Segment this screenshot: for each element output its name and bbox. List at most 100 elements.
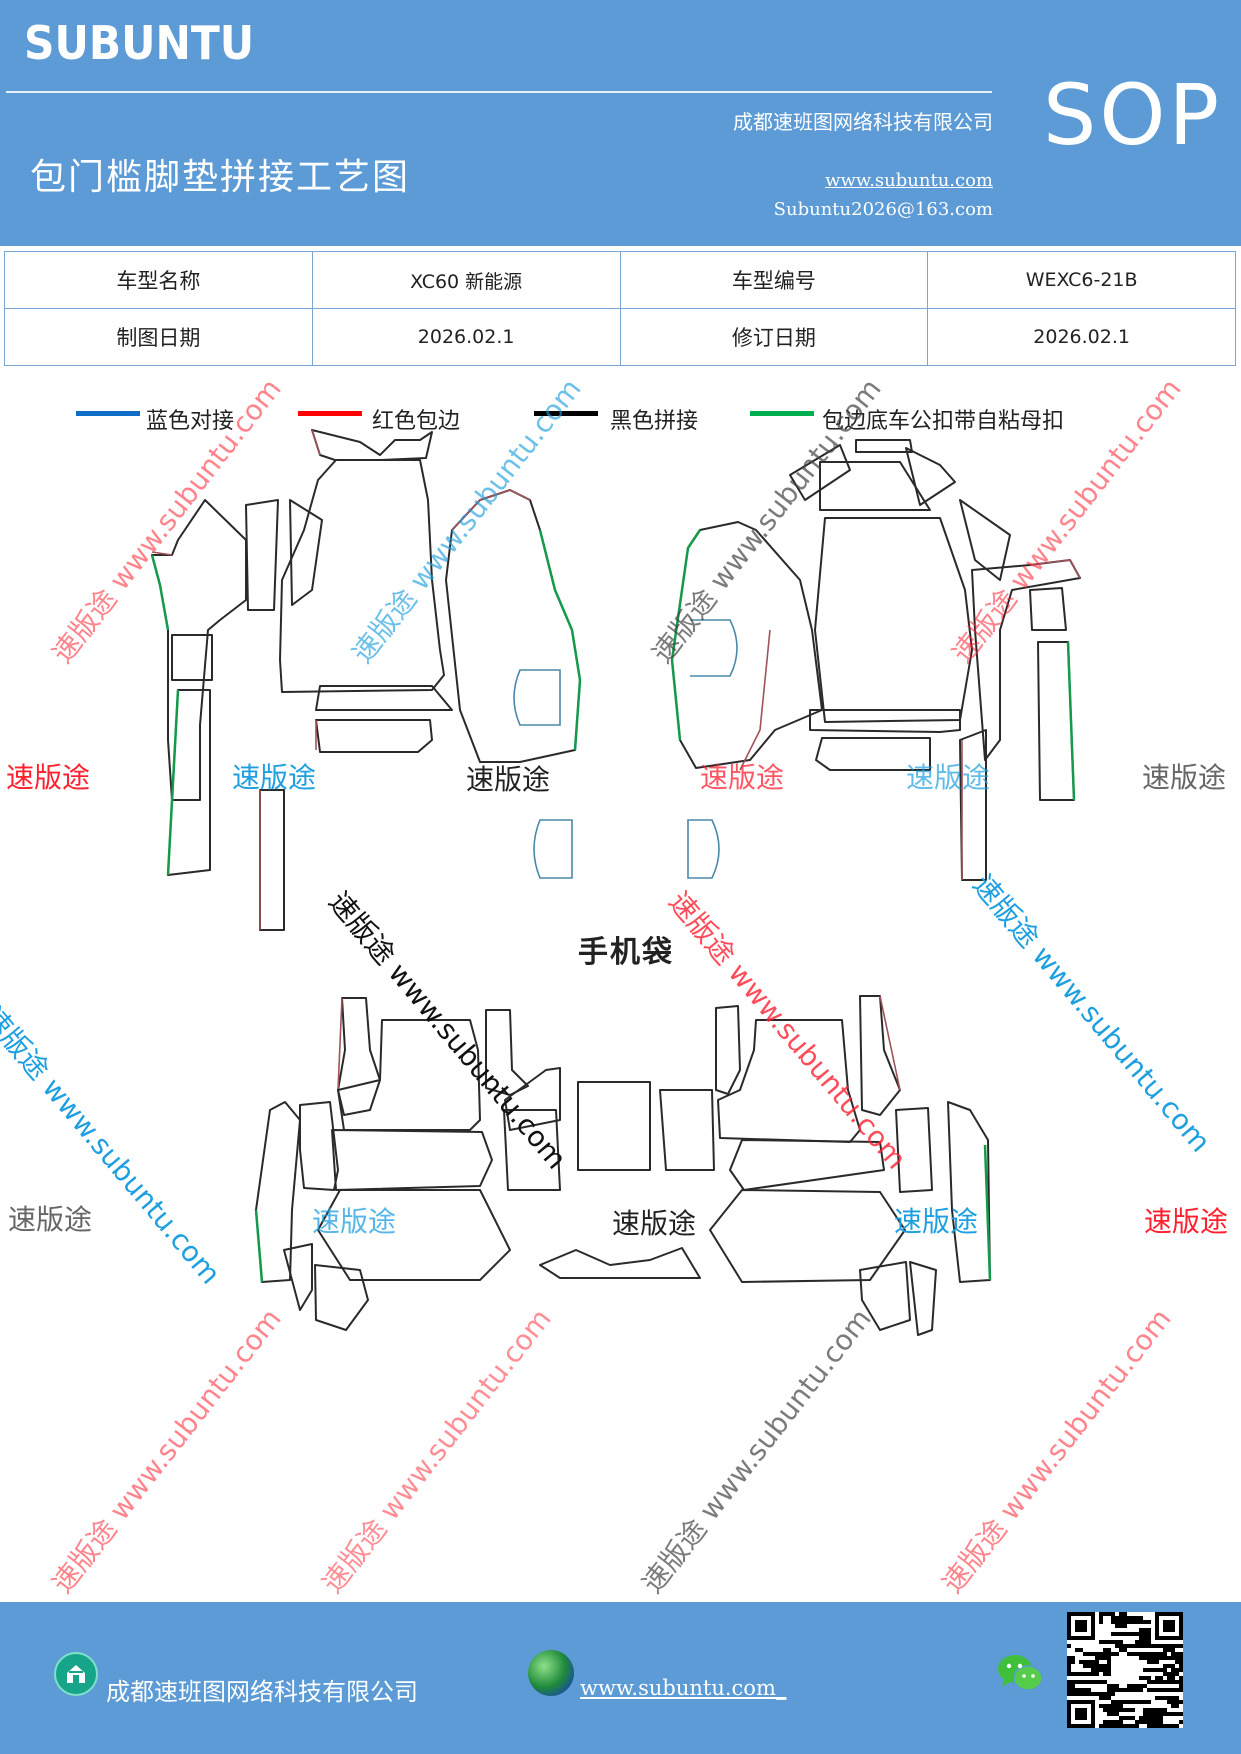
mat-piece [151, 499, 247, 801]
legend-label: 蓝色对接 [146, 409, 235, 434]
mat-piece [289, 499, 323, 606]
wechat-icon[interactable] [996, 1652, 1044, 1698]
mat-piece [317, 1189, 511, 1281]
mat-piece [859, 995, 901, 1116]
table-row: 车型名称 XC60 新能源 车型编号 WEXC6-21B [4, 251, 1236, 309]
mat-piece [299, 1101, 339, 1191]
phone-pocket-left [533, 819, 573, 879]
rear-left-mat-set [254, 997, 561, 1331]
mat-piece [539, 1247, 701, 1279]
rear-center-mat-set [539, 1081, 701, 1279]
mat-edge-green [150, 554, 170, 631]
mat-piece [855, 439, 913, 453]
mat-piece [171, 634, 213, 681]
drawing-date-label: 制图日期 [4, 308, 313, 366]
revision-date-label: 修订日期 [619, 308, 929, 366]
mat-piece [503, 1109, 561, 1191]
legend-swatch-red [298, 411, 362, 416]
mat-piece [659, 1089, 715, 1171]
watermark-brand: 速版途 [466, 763, 551, 796]
mat-piece [279, 459, 445, 693]
header-email: Subuntu2026@163.com [773, 199, 993, 220]
globe-icon [528, 1650, 574, 1696]
legend-swatch-green [750, 411, 814, 416]
phone-pocket-set [533, 819, 720, 879]
mat-piece [577, 1081, 651, 1171]
watermark-brand: 速版途 [232, 761, 317, 794]
rear-right-mat-set [659, 995, 992, 1336]
watermark-brand: 速版途 [700, 761, 785, 794]
mat-edge-red [739, 629, 771, 771]
mat-piece [311, 429, 433, 461]
mat-piece [315, 719, 433, 753]
mat-edge-red [337, 997, 343, 1091]
model-code-label: 车型编号 [619, 251, 929, 309]
mat-piece [1029, 587, 1067, 631]
mat-piece [337, 997, 381, 1116]
watermark-brand: 速版途 [906, 761, 991, 794]
header-band [0, 0, 1241, 246]
watermark-brand: 速版途 [6, 761, 91, 794]
mat-edge-green [538, 529, 582, 751]
qr-code [1067, 1612, 1183, 1728]
sop-label: SOP [1043, 66, 1223, 164]
watermark-brand: 速版途 [894, 1205, 979, 1238]
mat-piece [245, 499, 279, 611]
mat-edge-red [451, 489, 531, 531]
mat-piece [314, 1264, 369, 1331]
mat-piece [909, 1261, 937, 1336]
mat-piece [905, 447, 956, 506]
mat-piece [819, 461, 931, 511]
table-row: 制图日期 2026.02.1 修订日期 2026.02.1 [4, 308, 1236, 366]
mat-piece [947, 1101, 991, 1283]
mat-piece [337, 1019, 481, 1131]
mat-piece [815, 737, 931, 771]
header-website-link[interactable]: www.subuntu.com [825, 170, 993, 191]
mat-edge-green [670, 529, 702, 741]
mat-edge-red [151, 551, 173, 556]
mat-piece [715, 1005, 741, 1095]
watermark-brand: 速版途 [312, 1205, 397, 1238]
mat-piece [167, 689, 211, 876]
mat-piece [504, 1067, 561, 1131]
mat-piece [315, 685, 453, 711]
mat-piece [255, 1101, 301, 1283]
brand-logo: SUBUNTU [24, 16, 255, 70]
watermark-brand: 速版途 [612, 1207, 697, 1240]
home-icon [54, 1652, 98, 1696]
mat-piece [729, 1139, 885, 1191]
legend-swatch-blue [76, 411, 140, 416]
mat-edge-red [311, 429, 321, 456]
mat-edge-red [1029, 559, 1081, 579]
mat-piece [671, 521, 823, 769]
watermark-brand: 速版途 [1142, 761, 1227, 794]
qr-code-pattern [1067, 1612, 1183, 1728]
mat-edge-green [254, 1209, 264, 1283]
mat-piece [895, 1107, 933, 1193]
legend-label: 红色包边 [372, 409, 461, 434]
mat-edge-green [1066, 641, 1076, 801]
legend-label: 包边底车公扣带自粘母扣 [822, 409, 1065, 434]
mat-edge-red [879, 995, 901, 1091]
mat-edge-green [983, 1144, 992, 1281]
model-name-label: 车型名称 [4, 251, 313, 309]
footer-website-link[interactable]: www.subuntu.com_ [580, 1676, 787, 1700]
legend-swatch-black [534, 411, 598, 416]
header-divider [6, 91, 992, 93]
mat-piece [331, 1129, 493, 1191]
mat-piece [789, 444, 851, 501]
mat-pocket-outline [690, 619, 738, 677]
mat-piece [971, 559, 1081, 761]
phone-pocket-label: 手机袋 [578, 935, 674, 970]
mat-pocket-outline [513, 669, 561, 726]
mat-edge-green [166, 689, 180, 876]
watermark-brand: 速版途 [1144, 1205, 1229, 1238]
mat-piece [259, 789, 285, 931]
legend-label: 黑色拼接 [610, 409, 699, 434]
header-company: 成都速班图网络科技有限公司 [733, 110, 993, 134]
mat-piece [283, 1243, 313, 1311]
page-title: 包门槛脚垫拼接工艺图 [30, 157, 411, 198]
drawing-date-value: 2026.02.1 [311, 308, 621, 366]
front-right-mat-set [670, 439, 1081, 881]
watermark-brand: 速版途 [8, 1203, 93, 1236]
